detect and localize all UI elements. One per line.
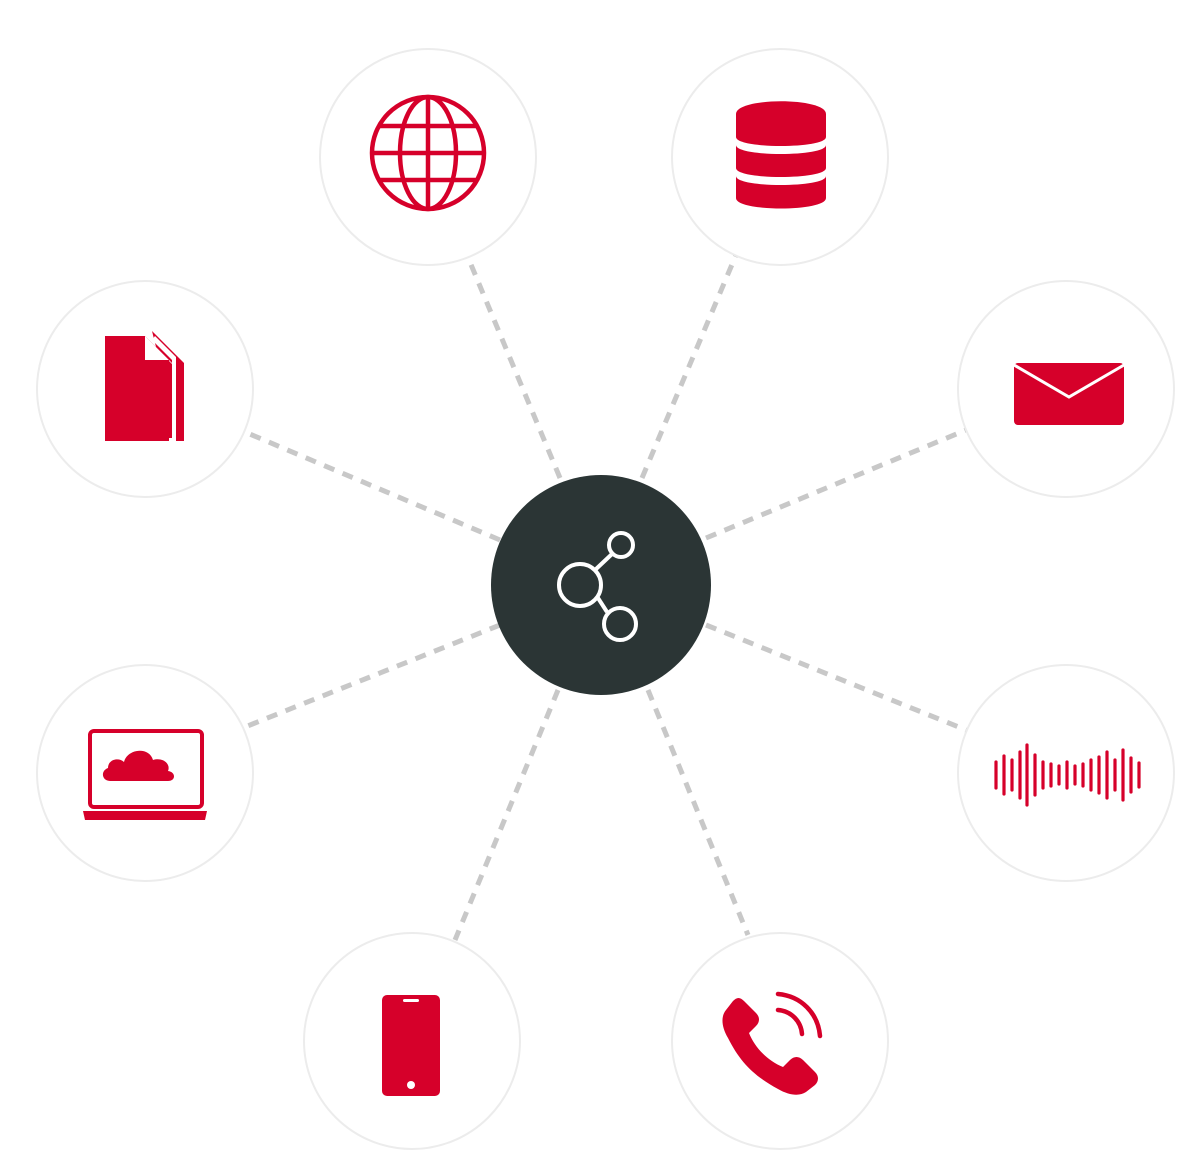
globe-icon — [369, 94, 487, 212]
connector-globe — [464, 254, 563, 479]
documents-icon — [105, 331, 184, 441]
connector-laptop-cloud — [244, 622, 501, 730]
database-icon — [736, 101, 826, 209]
connector-database — [639, 254, 739, 479]
node-phone-call — [671, 932, 889, 1150]
laptop-cloud-icon — [83, 729, 207, 820]
connector-documents — [244, 429, 501, 543]
connector-phone-call — [645, 689, 751, 936]
envelope-icon — [1013, 363, 1125, 425]
sound-wave-icon — [994, 743, 1141, 807]
share-nodes-icon — [557, 531, 638, 642]
connector-sound-wave — [705, 622, 967, 733]
connector-smartphone — [452, 689, 561, 941]
connector-envelope — [705, 427, 967, 541]
phone-call-icon — [722, 991, 823, 1095]
smartphone-icon — [382, 995, 440, 1096]
